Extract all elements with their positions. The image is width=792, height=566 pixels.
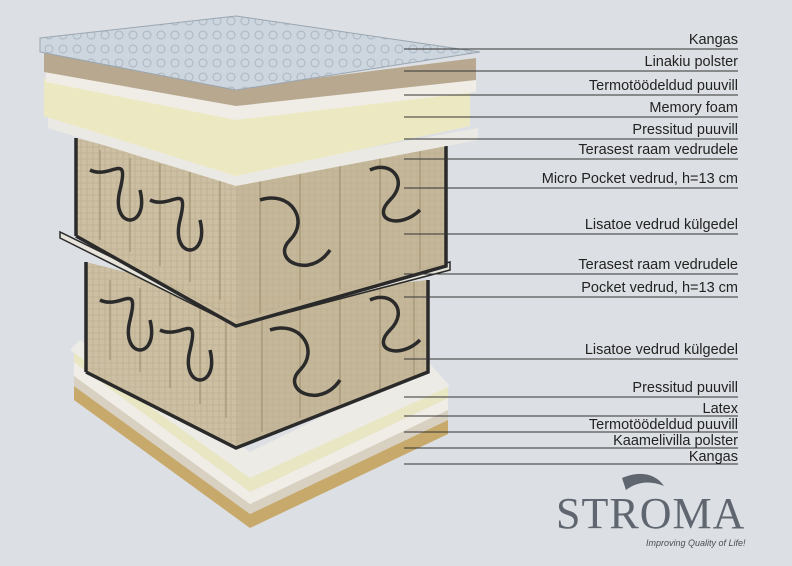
label-fabric-top: Kangas <box>688 32 738 48</box>
top-fabric-layer <box>39 15 481 91</box>
label-side-springs-bottom: Lisatoe vedrud külgedel <box>584 342 738 358</box>
label-micro-pocket-springs: Micro Pocket vedrud, h=13 cm <box>541 171 738 187</box>
label-thermo-cotton-top: Termotöödeldud puuvill <box>588 78 738 94</box>
label-linen-padding: Linakiu polster <box>644 54 739 70</box>
bottom-fabric-layer <box>74 386 448 528</box>
lower-spring-block <box>84 262 430 450</box>
pressed-cotton-layer-top <box>48 116 478 186</box>
label-memory-foam: Memory foam <box>649 100 738 116</box>
brand-logo-text: STROMA <box>556 489 746 538</box>
lower-steel-frame <box>84 262 430 450</box>
linen-padding-layer <box>44 52 476 106</box>
brand-tagline: Improving Quality of Life! <box>646 538 746 548</box>
bottom-layers <box>70 340 450 528</box>
top-layers <box>39 15 481 186</box>
upper-spring-block <box>74 138 448 328</box>
upper-side-springs <box>89 165 422 268</box>
label-fabric-bottom: Kangas <box>688 449 738 465</box>
label-steel-frame-bottom: Terasest raam vedrudele <box>578 257 738 273</box>
label-thermo-cotton-bottom: Termotöödeldud puuvill <box>588 417 738 433</box>
thermo-cotton-layer-top <box>46 70 476 120</box>
label-camel-wool: Kaamelivilla polster <box>613 433 738 449</box>
label-steel-frame-top: Terasest raam vedrudele <box>578 142 738 158</box>
label-side-springs-top: Lisatoe vedrud külgedel <box>584 217 738 233</box>
pressed-cotton-layer-bottom <box>70 340 450 478</box>
label-pressed-cotton-bottom: Pressitud puuvill <box>632 380 738 396</box>
lower-side-springs <box>99 295 422 398</box>
label-pocket-springs: Pocket vedrud, h=13 cm <box>581 280 738 296</box>
brand-feather-icon <box>622 473 664 490</box>
label-latex: Latex <box>702 401 738 417</box>
label-pressed-cotton-top: Pressitud puuvill <box>632 122 738 138</box>
leader-lines <box>404 48 738 465</box>
upper-steel-frame <box>74 138 448 328</box>
